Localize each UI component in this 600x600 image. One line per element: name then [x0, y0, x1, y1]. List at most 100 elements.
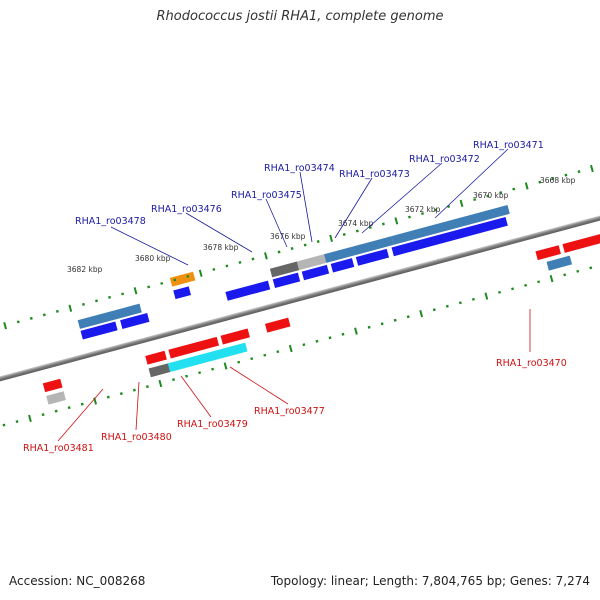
- cds-feature[interactable]: [148, 363, 171, 378]
- leader-line: [57, 388, 104, 442]
- scale-tick: [54, 409, 58, 413]
- gene-label[interactable]: RHA1_ro03470: [496, 358, 567, 369]
- cds-feature[interactable]: [391, 216, 508, 257]
- gene-label[interactable]: RHA1_ro03477: [254, 406, 325, 417]
- gene-label[interactable]: RHA1_ro03481: [23, 443, 94, 454]
- scale-tick: [303, 243, 307, 247]
- cds-feature[interactable]: [535, 245, 561, 261]
- scale-tick: [564, 173, 568, 177]
- scale-tick: [238, 260, 242, 264]
- cds-feature[interactable]: [168, 336, 220, 359]
- scale-tick: [223, 362, 228, 370]
- cds-feature[interactable]: [80, 321, 118, 340]
- cds-feature[interactable]: [167, 342, 248, 373]
- cds-feature[interactable]: [296, 254, 327, 271]
- scale-label: 3674 kbp: [338, 219, 374, 228]
- scale-tick: [145, 385, 149, 389]
- gene-label[interactable]: RHA1_ro03479: [177, 419, 248, 430]
- scale-tick: [28, 414, 32, 423]
- cds-feature[interactable]: [42, 378, 63, 393]
- scale-tick: [251, 257, 255, 261]
- scale-tick: [119, 392, 123, 396]
- scale-label: 3672 kbp: [405, 205, 441, 214]
- cds-feature[interactable]: [546, 255, 573, 271]
- cds-feature[interactable]: [169, 271, 196, 287]
- scale-tick: [394, 217, 399, 225]
- scale-tick: [499, 191, 503, 195]
- scale-tick: [108, 295, 112, 299]
- leader-lines: [57, 148, 531, 442]
- scale-tick: [15, 420, 19, 424]
- cds-feature[interactable]: [225, 280, 271, 301]
- scale-tick: [524, 283, 528, 287]
- scale-tick: [341, 332, 345, 336]
- leader-line: [135, 381, 140, 431]
- scale-tick: [538, 180, 542, 184]
- scale-tick: [549, 275, 554, 283]
- scale-tick: [237, 360, 241, 364]
- scale-tick: [432, 308, 436, 312]
- cds-feature[interactable]: [330, 258, 355, 273]
- cds-feature[interactable]: [269, 261, 300, 278]
- scale-tick: [473, 198, 477, 202]
- cds-feature[interactable]: [355, 248, 390, 266]
- scale-tick: [354, 327, 358, 335]
- scale-tick: [198, 269, 203, 277]
- cds-feature[interactable]: [264, 317, 291, 333]
- scale-label: 3680 kbp: [135, 254, 171, 263]
- scale-tick: [225, 264, 229, 268]
- scale-tick: [342, 233, 346, 236]
- leader-line: [361, 162, 443, 234]
- scale-label: 3670 kbp: [473, 191, 509, 200]
- scale-tick: [537, 280, 541, 284]
- scale-tick: [67, 406, 71, 410]
- gene-label[interactable]: RHA1_ro03473: [339, 169, 410, 180]
- scale-tick: [264, 252, 268, 260]
- scale-tick: [147, 285, 151, 289]
- scale-tick: [498, 290, 501, 294]
- scale-tick: [172, 378, 175, 382]
- scale-tick: [577, 170, 581, 174]
- cds-feature[interactable]: [46, 391, 66, 405]
- scale-tick: [459, 199, 464, 208]
- cds-feature[interactable]: [77, 303, 142, 329]
- cds-feature[interactable]: [301, 264, 330, 281]
- cds-feature[interactable]: [323, 236, 394, 263]
- gene-label[interactable]: RHA1_ro03476: [151, 204, 222, 215]
- scale-tick: [589, 266, 593, 270]
- scale-tick: [458, 301, 462, 305]
- genome-map: 3668 kbp 3670 kbp 3672 kbp 3674 kbp 3676…: [0, 140, 600, 454]
- scale-label: 3676 kbp: [270, 232, 306, 241]
- scale-tick: [106, 395, 110, 399]
- gene-label[interactable]: RHA1_ro03472: [409, 154, 480, 165]
- scale-tick: [328, 336, 332, 340]
- scale-tick: [2, 423, 6, 427]
- cds-feature[interactable]: [173, 286, 192, 300]
- scale-tick: [471, 297, 475, 301]
- scale-tick: [263, 353, 267, 357]
- gene-label[interactable]: RHA1_ro03475: [231, 190, 302, 201]
- cds-feature[interactable]: [220, 328, 250, 345]
- scale-tick: [434, 208, 438, 212]
- leader-line: [334, 177, 373, 239]
- scale-tick: [421, 212, 424, 216]
- leader-line: [185, 212, 253, 253]
- scale-tick: [419, 309, 424, 318]
- gene-label[interactable]: RHA1_ro03478: [75, 216, 146, 227]
- gene-label[interactable]: RHA1_ro03474: [264, 163, 335, 174]
- scale-tick: [302, 343, 306, 347]
- scale-tick: [121, 292, 125, 296]
- gene-label[interactable]: RHA1_ro03471: [473, 140, 544, 151]
- scale-tick: [590, 164, 594, 173]
- leader-line: [299, 171, 313, 243]
- scale-tick: [316, 240, 320, 243]
- gene-label[interactable]: RHA1_ro03480: [101, 432, 172, 443]
- cds-feature[interactable]: [272, 272, 301, 289]
- leader-line: [180, 375, 212, 418]
- scale-tick: [55, 309, 59, 313]
- cds-feature[interactable]: [120, 313, 150, 329]
- cds-feature[interactable]: [562, 228, 600, 253]
- scale-tick: [186, 274, 190, 278]
- cds-feature[interactable]: [145, 350, 167, 365]
- cds-feature[interactable]: [391, 205, 510, 245]
